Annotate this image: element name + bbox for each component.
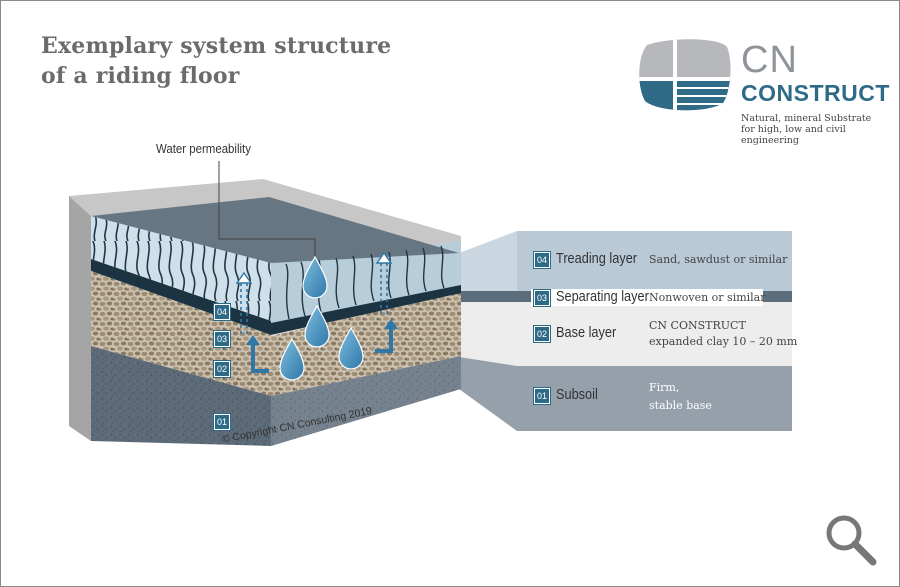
legend-badge-01: 01 [533,387,551,405]
connector-band-03 [459,291,517,302]
layer-desc-base-line-1: CN CONSTRUCT [649,319,746,332]
logo-name-bottom: CONSTRUCT [741,80,890,106]
legend-band-04 [517,231,792,291]
legend-band-02 [517,302,792,366]
cn-construct-logo-icon [639,39,731,111]
connector-band-02 [459,302,517,366]
legend-badge-03: 03 [533,289,551,307]
layer-desc-base-line-2: expanded clay 10 – 20 mm [649,335,798,348]
flow-arrow-icon [235,251,393,284]
diagram-title-line-2: of a riding floor [41,63,240,89]
layer-name-treading: Treading layer [556,250,638,267]
legend-badge-04: 04 [533,251,551,269]
connector-band-04 [459,231,517,291]
layer-desc-separating: Nonwoven or similar [649,291,766,304]
layer-desc-treading: Sand, sawdust or similar [649,253,788,266]
block-badge-01: 01 [213,413,231,431]
legend-band-01 [517,366,792,431]
legend-badge-02: 02 [533,325,551,343]
block-badge-02: 02 [213,360,231,378]
layer-name-base: Base layer [556,324,617,341]
layer-name-subsoil: Subsoil [556,386,598,403]
connector-band-01 [459,357,517,431]
block-badge-03: 03 [213,330,231,348]
magnifier-icon[interactable] [823,513,881,571]
logo-tagline: Natural, mineral Substrate for high, low… [741,113,872,146]
water-permeability-label: Water permeability [156,141,251,156]
callout-line [218,161,316,259]
logo-name-top: CN [741,39,798,81]
diagram-title-line-1: Exemplary system structure [41,33,392,59]
water-drop-icon [279,255,364,381]
flow-arrow-icon [251,327,393,373]
block-badge-04: 04 [213,303,231,321]
layer-desc-subsoil-line-1: Firm, [649,381,680,394]
layer-desc-subsoil-line-2: stable base [649,399,712,412]
separating-layer-highlight [531,289,763,306]
layer-name-separating: Separating layer [556,288,649,305]
